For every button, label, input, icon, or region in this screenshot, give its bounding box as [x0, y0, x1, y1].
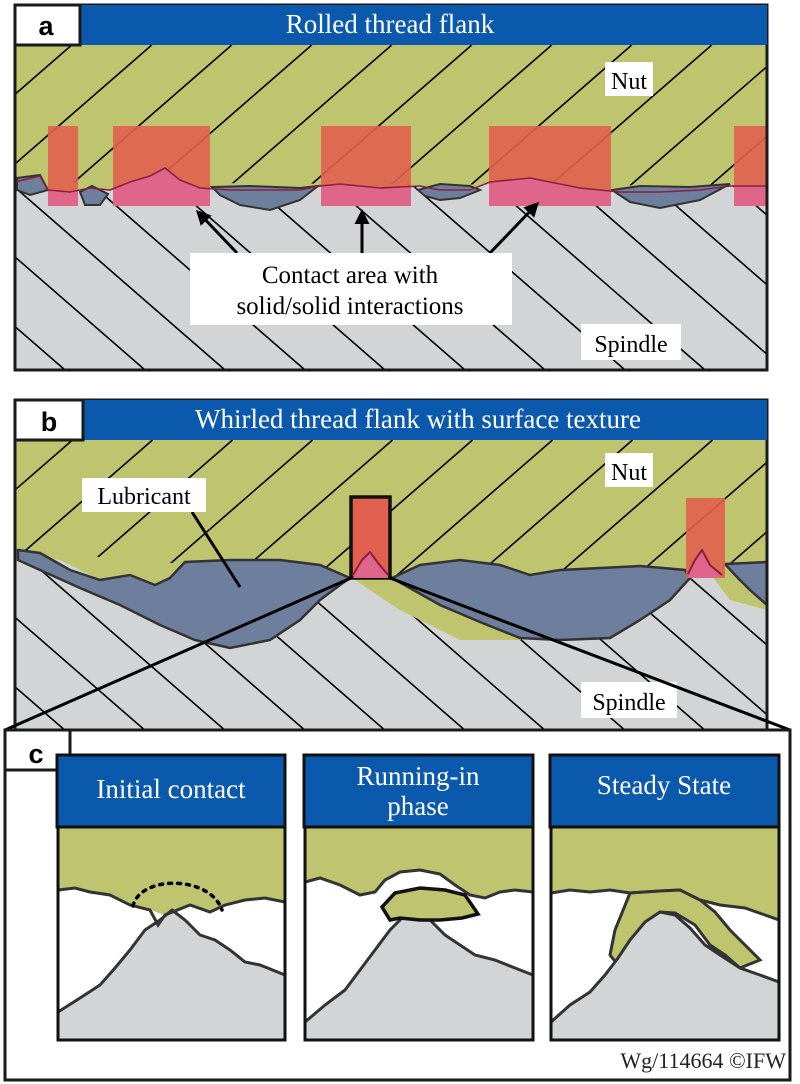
- hatch-line: [15, 440, 74, 578]
- stage-1-nut-profile: [58, 886, 285, 928]
- hatch-line: [15, 45, 153, 186]
- hatch-line: [15, 555, 228, 732]
- stage-initial-contact: Initial contact: [55, 753, 287, 1042]
- spindle-label-b: Spindle: [592, 690, 665, 716]
- stage-2-wear-particle: [379, 886, 481, 922]
- panel-b-title: Whirled thread flank with surface textur…: [195, 404, 641, 434]
- surface-profile-a: [15, 167, 767, 193]
- hatch-line: [379, 440, 554, 578]
- hatch-line: [15, 440, 154, 578]
- contact-peak-b: [353, 552, 388, 578]
- stage-running-in: Running-in phase: [302, 753, 535, 1042]
- nut-label-b: Nut: [611, 460, 647, 486]
- callout-box-a: [190, 253, 512, 325]
- hatch-line: [15, 45, 73, 186]
- panel-b-letter: b: [41, 407, 58, 437]
- hatch-line: [15, 555, 148, 732]
- zoom-lines: [4, 576, 791, 732]
- panel-b-header: [80, 400, 767, 440]
- stage-1-spindle: [58, 908, 285, 1040]
- hatch-line: [452, 45, 633, 186]
- panel-a-letter: a: [38, 11, 54, 41]
- lubricant-pointer-b: [190, 511, 242, 588]
- hatch-line: [15, 555, 68, 732]
- lubricant-label-b: Lubricant: [97, 484, 191, 510]
- hatch-line: [780, 440, 800, 590]
- nut-label-bg-a: [605, 62, 653, 96]
- spindle-label-bg-b: [581, 682, 677, 718]
- hatch-line: [52, 45, 233, 186]
- panel-a-header: [80, 5, 767, 45]
- hatch-line: [15, 169, 226, 370]
- stage-3-header: [548, 753, 781, 829]
- panel-a-letter-box: [13, 3, 82, 47]
- spindle-label-a: Spindle: [594, 332, 667, 358]
- panel-a: Rolled thread flank a Nut Spindle Contac…: [13, 3, 800, 372]
- callout-line2-a: solid/solid interactions: [236, 293, 463, 320]
- panel-c-letter: c: [28, 739, 43, 769]
- hatch-line: [539, 440, 714, 578]
- copyright-credit: Wg/114664 ©IFW: [620, 1048, 786, 1073]
- nut-label-a: Nut: [611, 69, 647, 95]
- stage-2-title-line1: Running-in: [356, 761, 480, 791]
- panel-c: c Initial contact Running-in phase: [3, 728, 792, 1082]
- hatch-line: [774, 45, 800, 200]
- lubricant-region-b-edge: [722, 560, 767, 607]
- hatch-line: [212, 45, 393, 186]
- callout-line1-a: Contact area with: [262, 262, 439, 289]
- callout-arrows-a: [195, 201, 540, 255]
- stage-1-frame: [56, 825, 287, 1042]
- stage-2-frame: [303, 825, 535, 1042]
- spindle-label-bg-a: [581, 324, 681, 360]
- hatch-line: [612, 45, 767, 186]
- contact-peak-b-right: [688, 550, 722, 578]
- panel-a-title: Rolled thread flank: [286, 9, 495, 39]
- stage-3-frame: [549, 825, 781, 1042]
- stage-2-title-line2: phase: [387, 791, 448, 821]
- hatch-line: [795, 170, 800, 370]
- stage-3-spindle: [551, 910, 779, 1040]
- stage-1-dotted-arc: [131, 881, 224, 912]
- stage-steady-state: Steady State: [548, 753, 781, 1042]
- stage-1-title: Initial contact: [96, 774, 246, 804]
- panel-b: Whirled thread flank with surface textur…: [13, 398, 800, 734]
- lubricant-label-bg-b: [82, 478, 206, 512]
- stage-1-header: [55, 753, 287, 829]
- hatch-line: [692, 45, 767, 186]
- hatch-line: [15, 169, 146, 370]
- nut-label-bg-b: [605, 453, 653, 487]
- contact-areas-a: [48, 126, 767, 206]
- contact-peak-line-b-right: [687, 548, 723, 576]
- hatch-line: [15, 169, 66, 370]
- stage-2-spindle: [305, 908, 533, 1040]
- panel-b-letter-box: [13, 398, 85, 442]
- contact-peak-line-b: [352, 550, 389, 576]
- spindle-region-b: [15, 555, 767, 732]
- stage-3-title: Steady State: [597, 770, 731, 800]
